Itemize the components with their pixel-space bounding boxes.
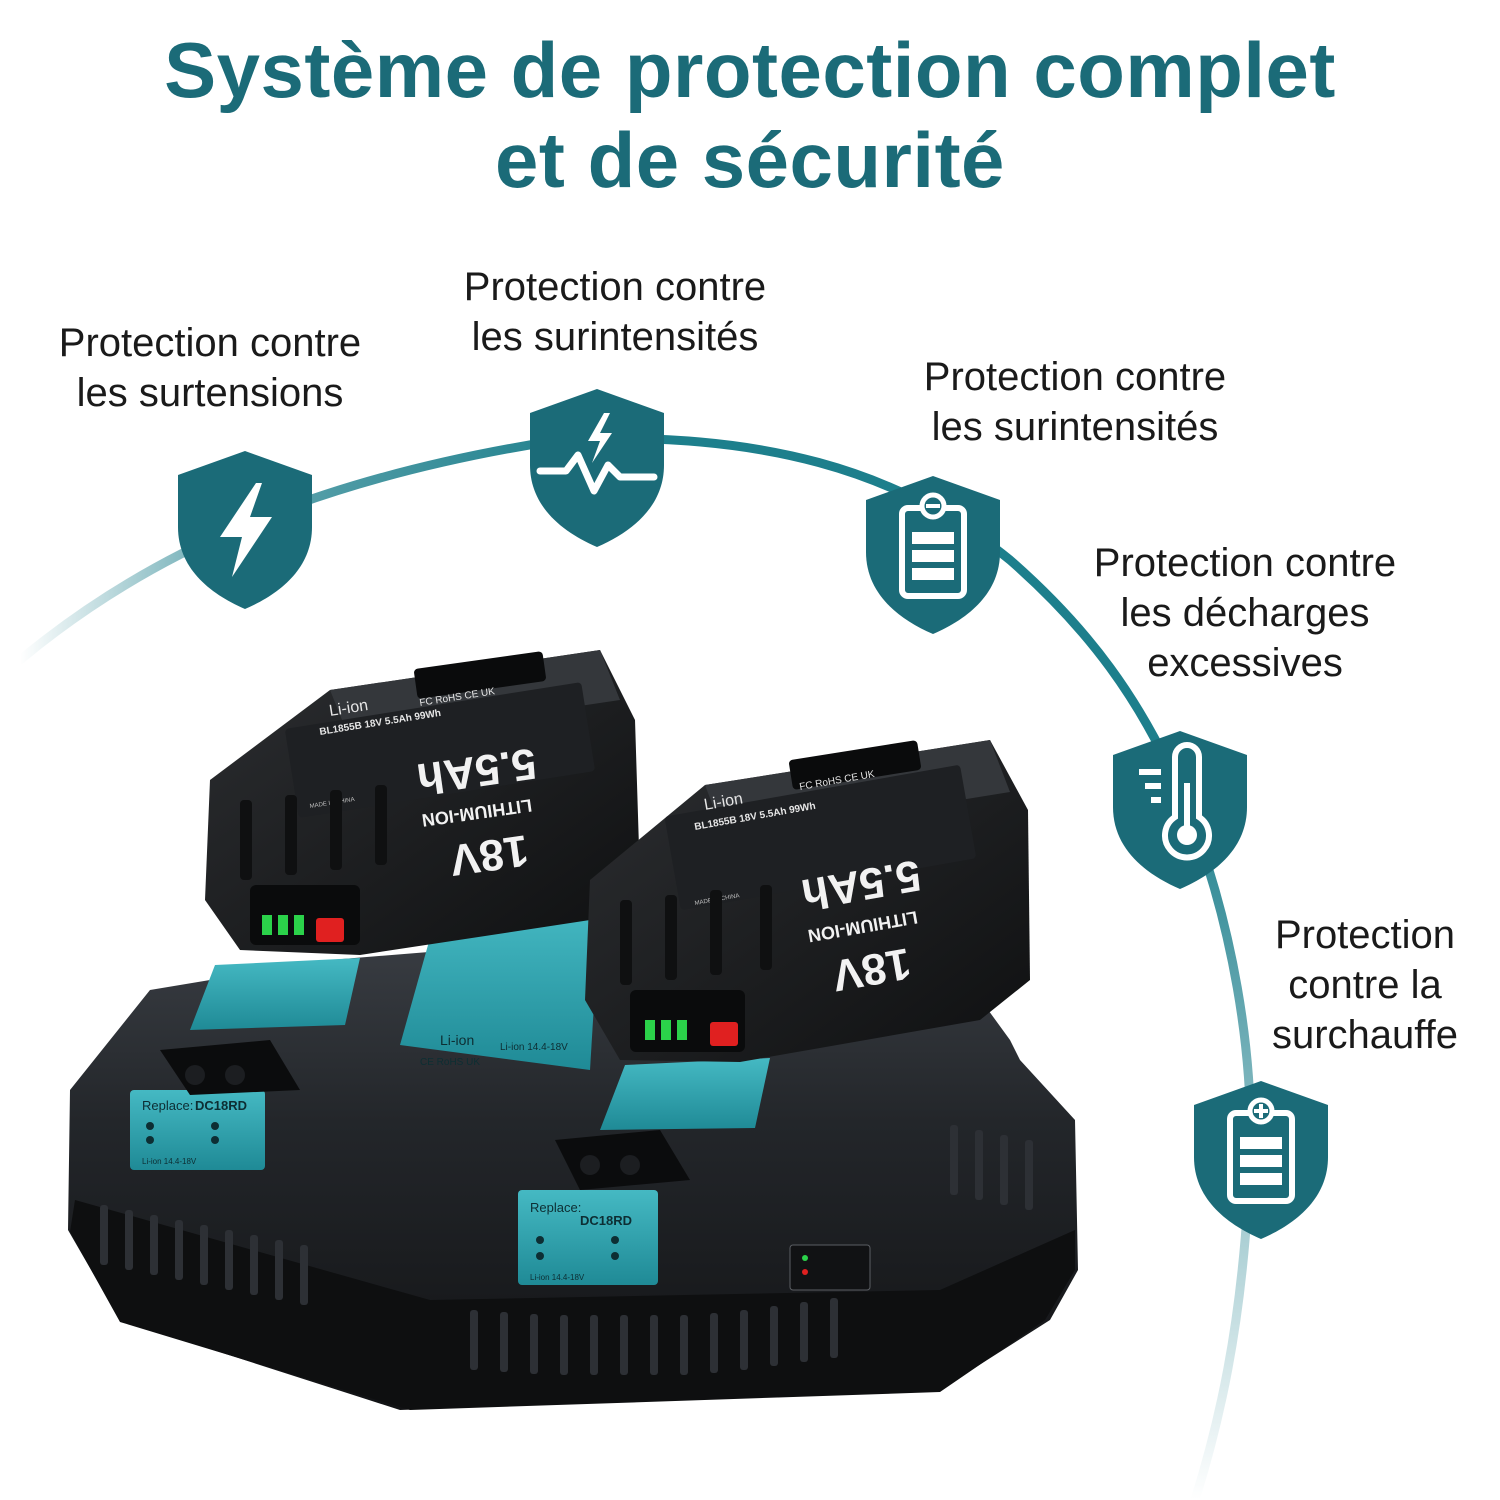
thermometer-icon	[1113, 731, 1247, 889]
charger-status-sticker	[789, 1244, 871, 1291]
battery-minus-icon	[866, 476, 1000, 634]
charger-center-panel: Li-ion Li-ion 14.4-18V CE RoHS UK	[400, 905, 600, 1070]
headline-line-1: Système de protection complet	[164, 26, 1336, 114]
charger-sockets	[160, 1040, 690, 1190]
lightning-bolt-icon	[178, 451, 312, 609]
svg-text:Li-ion 14.4-18V: Li-ion 14.4-18V	[500, 1042, 568, 1053]
svg-text:DC18RD: DC18RD	[580, 1213, 632, 1228]
feature-label-surchauffe: Protection contre la surchauffe	[1271, 913, 1459, 1057]
svg-text:Replace:: Replace:	[142, 1098, 193, 1113]
charger-label-left: Replace: DC18RD Li-ion 14.4-18V	[130, 1090, 265, 1170]
feature-label-surintensites-2: Protection contre les surintensités	[923, 355, 1227, 449]
svg-text:Replace:: Replace:	[530, 1200, 581, 1215]
left-slot-rail	[190, 958, 360, 1030]
svg-text:Li-ion: Li-ion	[703, 790, 744, 814]
battery-right: Li-ion FC RoHS CE UK BL1855B 18V 5.5Ah 9…	[585, 740, 1030, 1062]
charger-label-right: Replace: DC18RD Li-ion 14.4-18V	[518, 1190, 658, 1285]
battery-plus-icon	[1194, 1081, 1328, 1239]
svg-text:18V: 18V	[446, 825, 531, 885]
right-slot-rail	[600, 1058, 770, 1130]
svg-text:DC18RD: DC18RD	[195, 1098, 247, 1113]
svg-text:CE RoHS UK: CE RoHS UK	[420, 1057, 480, 1068]
svg-text:Li-ion 14.4-18V: Li-ion 14.4-18V	[142, 1157, 197, 1166]
feature-label-surintensites-1: Protection contre les surintensités	[463, 265, 767, 359]
svg-text:Li-ion: Li-ion	[328, 697, 369, 720]
feature-label-surtensions: Protection contre les surtensions	[58, 321, 362, 415]
pulse-bolt-icon	[530, 389, 664, 547]
headline-line-2: et de sécurité	[495, 116, 1005, 204]
battery-left: Li-ion FC RoHS CE UK BL1855B 18V 5.5Ah 9…	[205, 650, 640, 955]
feature-label-decharges: Protection contre les décharges excessiv…	[1093, 541, 1397, 685]
svg-text:Li-ion: Li-ion	[440, 1032, 474, 1048]
svg-text:Li-ion 14.4-18V: Li-ion 14.4-18V	[530, 1273, 585, 1282]
